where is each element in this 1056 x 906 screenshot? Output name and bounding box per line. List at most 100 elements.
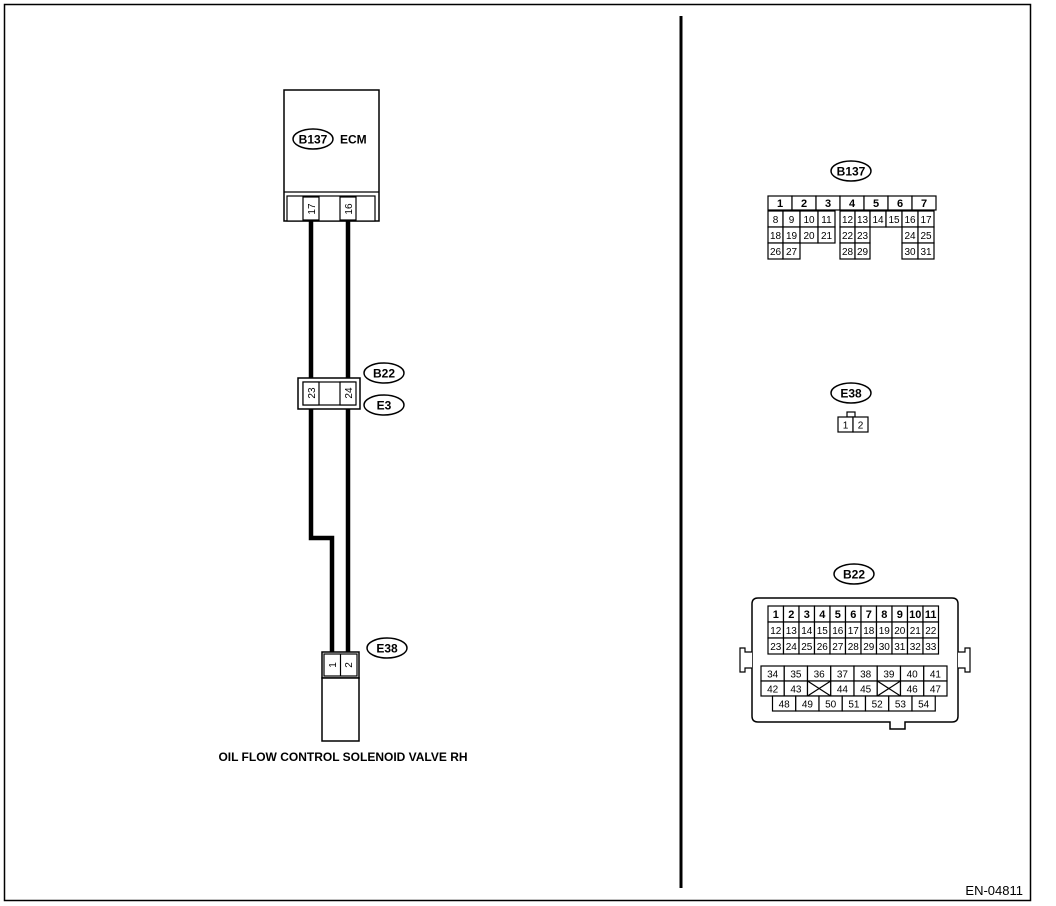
b137-pin-13: 13 (857, 215, 869, 226)
b137-pin-18: 18 (770, 231, 782, 242)
joint-pin-23: 23 (307, 387, 318, 399)
b22-pin-5: 5 (835, 609, 841, 621)
b22-pin-36: 36 (814, 670, 826, 681)
b22-pin-22: 22 (925, 626, 937, 637)
b137-pin-3: 3 (825, 198, 831, 210)
e38-view-tag: E38 (830, 382, 872, 404)
b137-pin-23: 23 (857, 231, 869, 242)
b137-pin-29: 29 (857, 247, 869, 258)
b22-pin-52: 52 (872, 700, 884, 711)
b22-pin-21: 21 (910, 626, 922, 637)
b137-pin-20: 20 (803, 231, 815, 242)
b137-pin-5: 5 (873, 198, 879, 210)
b22-pin-44: 44 (837, 685, 849, 696)
b22-pin-54: 54 (918, 700, 930, 711)
svg-text:B22: B22 (843, 568, 865, 582)
b137-pin-22: 22 (842, 231, 854, 242)
b22-pin-20: 20 (894, 626, 906, 637)
svg-text:B137: B137 (837, 165, 866, 179)
b137-pin-25: 25 (920, 231, 932, 242)
b22-pin-9: 9 (897, 609, 903, 621)
ecm-connector-tag: B137 (292, 128, 334, 150)
b22-pin-33-cell (922, 637, 940, 655)
b22-pin-19: 19 (879, 626, 891, 637)
b22-pin-46: 46 (907, 685, 919, 696)
joint-upper-tag: B22 (363, 362, 405, 384)
solenoid-connector: 1 2 (321, 651, 360, 742)
b22-pin-2: 2 (788, 609, 794, 621)
b22-pin-43: 43 (790, 685, 802, 696)
ecm-pin-16: 16 (344, 203, 355, 215)
b22-pin-42: 42 (767, 685, 779, 696)
joint-pin-24: 24 (344, 387, 355, 399)
svg-text:E38: E38 (840, 387, 862, 401)
b137-pin-15: 15 (888, 215, 900, 226)
b22-pin-15: 15 (817, 626, 829, 637)
b22-pin-13: 13 (786, 626, 798, 637)
b137-pin-24: 24 (904, 231, 916, 242)
b22-pin-53: 53 (895, 700, 907, 711)
b22-pin-45: 45 (860, 685, 872, 696)
solenoid-pin-1: 1 (328, 662, 339, 668)
ecm-connector-housing (286, 195, 376, 222)
e38-connector-view: 1 2 (837, 411, 869, 433)
doc-code: EN-04811 (965, 883, 1023, 898)
b22-pin-40: 40 (907, 670, 919, 681)
b137-pin-2: 2 (801, 198, 807, 210)
b22-pin-29: 29 (863, 642, 875, 653)
b22-pin-16: 16 (832, 626, 844, 637)
diagram-border (3, 3, 1032, 902)
b137-pin-1: 1 (777, 198, 783, 210)
b22-pin-54-cell (911, 695, 936, 712)
ecm-pin-17: 17 (307, 203, 318, 215)
ecm-label: ECM (340, 133, 367, 147)
b22-pin-25: 25 (801, 642, 813, 653)
b22-pin-41: 41 (930, 670, 942, 681)
b22-pin-14: 14 (801, 626, 813, 637)
b22-pin-12: 12 (770, 626, 782, 637)
b137-pin-9: 9 (789, 215, 795, 226)
harness-wires (308, 221, 351, 652)
b137-pin-21: 21 (821, 231, 833, 242)
b22-pin-6: 6 (850, 609, 856, 621)
b137-pin-26: 26 (770, 247, 782, 258)
svg-text:E3: E3 (377, 399, 392, 413)
b22-pin-38: 38 (860, 670, 872, 681)
b22-pin-48: 48 (779, 700, 791, 711)
b137-pin-10: 10 (803, 215, 815, 226)
b137-pin-31: 31 (920, 247, 932, 258)
b22-pin-17: 17 (848, 626, 860, 637)
b137-pin-17: 17 (920, 215, 932, 226)
b22-pin-11: 11 (925, 609, 937, 621)
b22-blank-pin-2-x (807, 680, 832, 697)
b22-pin-28: 28 (848, 642, 860, 653)
b137-pin-12: 12 (842, 215, 854, 226)
b22-pin-1: 1 (773, 609, 779, 621)
b22-view-tag: B22 (833, 563, 875, 585)
wire-ecm17-to-solenoid1 (308, 221, 335, 652)
b22-pin-24: 24 (786, 642, 798, 653)
b22-pin-31: 31 (894, 642, 906, 653)
b137-view-tag: B137 (830, 160, 872, 182)
b22-pin-37: 37 (837, 670, 849, 681)
ecm-pin-16-cell (339, 196, 357, 221)
b22-pin-49: 49 (802, 700, 814, 711)
b22-pin-50: 50 (825, 700, 837, 711)
b137-pin-29-cell (854, 242, 871, 260)
joint-lower-tag: E3 (363, 394, 405, 416)
b137-pin-19: 19 (786, 231, 798, 242)
b137-pin-31-cell (917, 242, 935, 260)
b22-pin-39: 39 (883, 670, 895, 681)
b137-pin-14: 14 (872, 215, 884, 226)
b22-pin-23: 23 (770, 642, 782, 653)
b137-pin-7-cell (911, 195, 937, 211)
b22-blank-pin-5-x (876, 680, 901, 697)
b22-pin-51: 51 (848, 700, 860, 711)
b22-pin-47: 47 (930, 685, 942, 696)
b137-pin-4: 4 (849, 198, 856, 210)
b22-pin-30: 30 (879, 642, 891, 653)
e38-view-pin-1: 1 (843, 421, 849, 432)
b137-pin-7: 7 (921, 198, 927, 210)
b22-pin-33: 33 (925, 642, 937, 653)
